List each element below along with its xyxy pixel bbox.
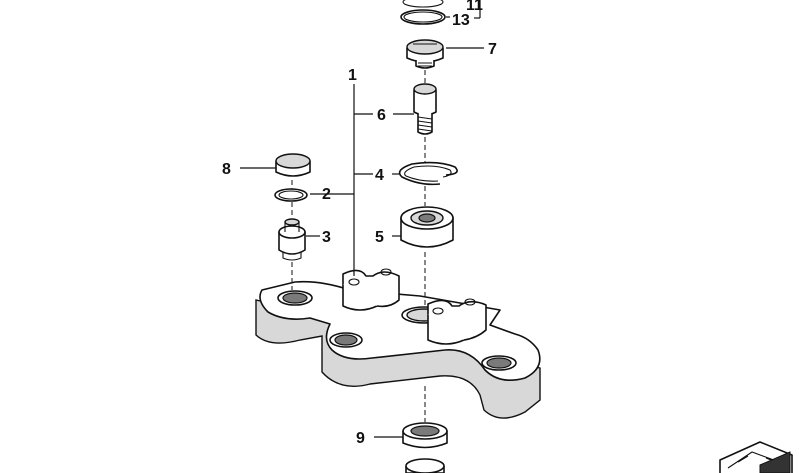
part-4-circlip (398, 161, 458, 186)
callout-1: 1 (348, 67, 357, 84)
callout-4: 4 (375, 167, 384, 184)
part-7-cap (406, 39, 444, 69)
part-6-threaded-pin (413, 83, 437, 135)
lower-part-partial (405, 458, 445, 473)
part-3-bushing (278, 218, 306, 261)
callout-9: 9 (356, 430, 365, 447)
part-13-o-ring (400, 0, 446, 25)
part-2-snap-ring (274, 188, 308, 202)
diagram-reference-icon (719, 441, 793, 473)
callout-labels: 11 13 7 1 6 8 4 2 5 3 9 (222, 0, 497, 447)
callout-3: 3 (322, 229, 331, 246)
callout-6: 6 (377, 107, 386, 124)
callout-2: 2 (322, 186, 331, 203)
fork-bridge (255, 268, 541, 419)
callout-13: 13 (452, 12, 470, 29)
callout-8: 8 (222, 161, 231, 178)
leader-lines (240, 0, 484, 438)
assembly-axis-lines (291, 70, 426, 422)
callout-bracket-1 (306, 84, 373, 276)
callout-11: 11 (466, 0, 483, 14)
callout-7: 7 (488, 41, 497, 58)
part-9-seal (402, 422, 448, 449)
callout-5: 5 (375, 229, 384, 246)
part-8-cap (275, 153, 311, 177)
part-5-bearing (400, 206, 454, 248)
